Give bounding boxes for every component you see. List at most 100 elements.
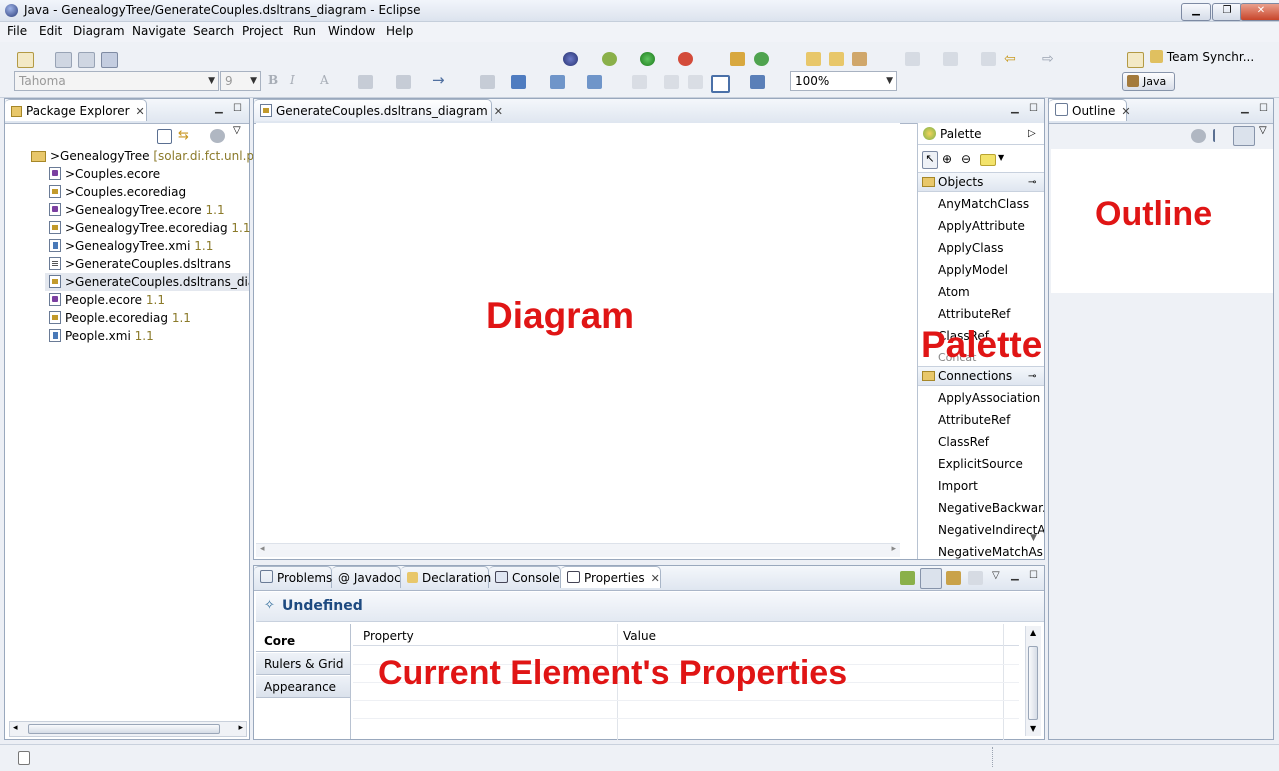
debug-icon[interactable] bbox=[602, 52, 617, 66]
tree-item-genealogytree-ecore[interactable]: >GenealogyTree.ecore 1.1 bbox=[49, 201, 225, 219]
show-advanced-icon[interactable] bbox=[946, 571, 961, 585]
bold-icon[interactable]: B bbox=[268, 73, 279, 87]
maximize-icon[interactable]: ☐ bbox=[1259, 103, 1268, 114]
column-header-property[interactable]: Property bbox=[363, 629, 414, 643]
palette-entry-concat[interactable]: Concat bbox=[938, 351, 977, 364]
palette-entry-applyassociation[interactable]: ApplyAssociation bbox=[938, 391, 1041, 405]
perspective-java[interactable]: Java bbox=[1122, 72, 1175, 91]
apply-appearance-icon[interactable] bbox=[480, 75, 495, 89]
scrollbar-thumb[interactable] bbox=[1028, 646, 1038, 720]
palette-collapse-icon[interactable]: ▷ bbox=[1028, 128, 1036, 139]
pin-view-icon[interactable] bbox=[900, 571, 915, 585]
line-style-arrow-icon[interactable]: → bbox=[432, 71, 445, 89]
scroll-left-icon[interactable]: ◂ bbox=[13, 723, 18, 733]
zoom-out-icon[interactable]: ⊖ bbox=[961, 152, 972, 166]
palette-entry-applyattribute[interactable]: ApplyAttribute bbox=[938, 219, 1025, 233]
tree-item-couples-ecore[interactable]: >Couples.ecore bbox=[49, 165, 160, 183]
zoom-in-icon[interactable]: ⊕ bbox=[942, 152, 953, 166]
close-icon[interactable]: ✕ bbox=[135, 105, 145, 118]
palette-entry-classref[interactable]: ClassRef bbox=[938, 329, 989, 343]
palette-entry-negativebackward[interactable]: NegativeBackwar... bbox=[938, 501, 1044, 515]
tree-item-people-ecore[interactable]: People.ecore 1.1 bbox=[49, 291, 165, 309]
outline-settings-icon[interactable] bbox=[1191, 129, 1206, 143]
tree-item-genealogytree-xmi[interactable]: >GenealogyTree.xmi 1.1 bbox=[49, 237, 213, 255]
minimize-button[interactable]: ▁ bbox=[1181, 3, 1211, 21]
scroll-left-icon[interactable]: ◂ bbox=[260, 544, 265, 554]
tree-item-people-xmi[interactable]: People.xmi 1.1 bbox=[49, 327, 154, 345]
open-folder-icon[interactable] bbox=[829, 52, 844, 66]
next-annotation-icon[interactable] bbox=[905, 52, 920, 66]
zoom-fit-icon[interactable] bbox=[711, 75, 730, 93]
font-family-combo[interactable]: Tahoma▼ bbox=[14, 71, 219, 91]
new-class-icon[interactable] bbox=[754, 52, 769, 66]
font-size-combo[interactable]: 9▼ bbox=[220, 71, 261, 91]
menu-edit[interactable]: Edit bbox=[39, 24, 63, 38]
close-button[interactable]: ✕ bbox=[1240, 3, 1279, 21]
palette-entry-applymodel[interactable]: ApplyModel bbox=[938, 263, 1008, 277]
menu-file[interactable]: File bbox=[7, 24, 28, 38]
prev-annotation-icon[interactable] bbox=[943, 52, 958, 66]
tab-properties[interactable]: Properties✕ bbox=[561, 566, 661, 588]
new-package-icon[interactable] bbox=[730, 52, 745, 66]
back-arrow-icon[interactable]: ⇦ bbox=[1004, 51, 1016, 67]
palette-entry-attributeref-connection[interactable]: AttributeRef bbox=[938, 413, 1011, 427]
open-type-icon[interactable] bbox=[806, 52, 821, 66]
view-menu-settings-icon[interactable] bbox=[210, 129, 225, 143]
menu-help[interactable]: Help bbox=[386, 24, 414, 38]
menu-diagram[interactable]: Diagram bbox=[73, 24, 125, 38]
open-perspective-icon[interactable] bbox=[1127, 52, 1144, 68]
diagram-canvas[interactable] bbox=[256, 123, 900, 543]
minimize-icon[interactable]: ▁ bbox=[1241, 103, 1249, 114]
outline-overview-icon[interactable] bbox=[1233, 126, 1255, 146]
save-icon[interactable] bbox=[55, 52, 72, 68]
font-color-icon[interactable]: A bbox=[320, 73, 329, 87]
external-tools-icon[interactable] bbox=[678, 52, 693, 66]
pin-icon[interactable]: ⊸ bbox=[1028, 371, 1037, 382]
palette-entry-attributeref[interactable]: AttributeRef bbox=[938, 307, 1011, 321]
column-header-value[interactable]: Value bbox=[623, 629, 656, 643]
tab-package-explorer[interactable]: Package Explorer✕ bbox=[5, 99, 147, 121]
close-icon[interactable]: ✕ bbox=[493, 105, 503, 118]
route-style-icon[interactable] bbox=[750, 75, 765, 89]
view-menu-chevron-icon[interactable]: ▽ bbox=[1259, 125, 1267, 136]
zoom-combo[interactable]: 100%▼ bbox=[790, 71, 897, 91]
line-color-icon[interactable] bbox=[396, 75, 411, 89]
tree-item-couples-ecorediag[interactable]: >Couples.ecorediag bbox=[49, 183, 186, 201]
canvas-horizontal-scrollbar[interactable]: ◂ ▸ bbox=[256, 543, 900, 557]
palette-entry-classref-connection[interactable]: ClassRef bbox=[938, 435, 989, 449]
arrange-icon[interactable] bbox=[550, 75, 565, 89]
scroll-right-icon[interactable]: ▸ bbox=[238, 723, 243, 733]
palette-drawer-connections[interactable]: Connections ⊸ bbox=[918, 366, 1044, 386]
palette-scroll-down-icon[interactable]: ▼ bbox=[1030, 533, 1037, 543]
properties-vertical-scrollbar[interactable]: ▲ ▼ bbox=[1025, 626, 1041, 736]
print-icon[interactable] bbox=[101, 52, 118, 68]
italic-icon[interactable]: I bbox=[290, 73, 295, 87]
close-icon[interactable]: ✕ bbox=[1121, 105, 1131, 118]
restore-default-icon[interactable] bbox=[968, 571, 983, 585]
tab-javadoc[interactable]: @ Javadoc bbox=[332, 566, 401, 588]
new-icon[interactable] bbox=[17, 52, 34, 68]
select-tool-icon[interactable]: ↖ bbox=[922, 151, 938, 169]
tree-item-generatecouples-diagram[interactable]: >GenerateCouples.dsltrans_diagra bbox=[45, 273, 249, 291]
maximize-icon[interactable]: ☐ bbox=[233, 103, 242, 114]
menu-run[interactable]: Run bbox=[293, 24, 317, 38]
tab-problems[interactable]: Problems bbox=[254, 566, 332, 588]
delete-from-model-icon[interactable] bbox=[688, 75, 703, 89]
maximize-button[interactable]: ❐ bbox=[1212, 3, 1242, 21]
scroll-right-icon[interactable]: ▸ bbox=[891, 544, 896, 554]
menu-project[interactable]: Project bbox=[242, 24, 284, 38]
fast-view-icon[interactable] bbox=[18, 751, 30, 765]
properties-tab-core[interactable]: Core bbox=[256, 630, 351, 652]
maximize-icon[interactable]: ☐ bbox=[1029, 570, 1038, 581]
maximize-icon[interactable]: ☐ bbox=[1029, 103, 1038, 114]
auto-size-icon[interactable] bbox=[632, 75, 647, 89]
search-icon[interactable] bbox=[852, 52, 867, 66]
pin-icon[interactable]: ⊸ bbox=[1028, 177, 1037, 188]
show-categories-icon[interactable] bbox=[920, 568, 942, 589]
palette-entry-atom[interactable]: Atom bbox=[938, 285, 970, 299]
palette-entry-applyclass[interactable]: ApplyClass bbox=[938, 241, 1004, 255]
route-icon[interactable] bbox=[664, 75, 679, 89]
minimize-icon[interactable]: ▁ bbox=[1011, 103, 1019, 114]
scrollbar-thumb[interactable] bbox=[28, 724, 220, 734]
fill-color-icon[interactable] bbox=[358, 75, 373, 89]
